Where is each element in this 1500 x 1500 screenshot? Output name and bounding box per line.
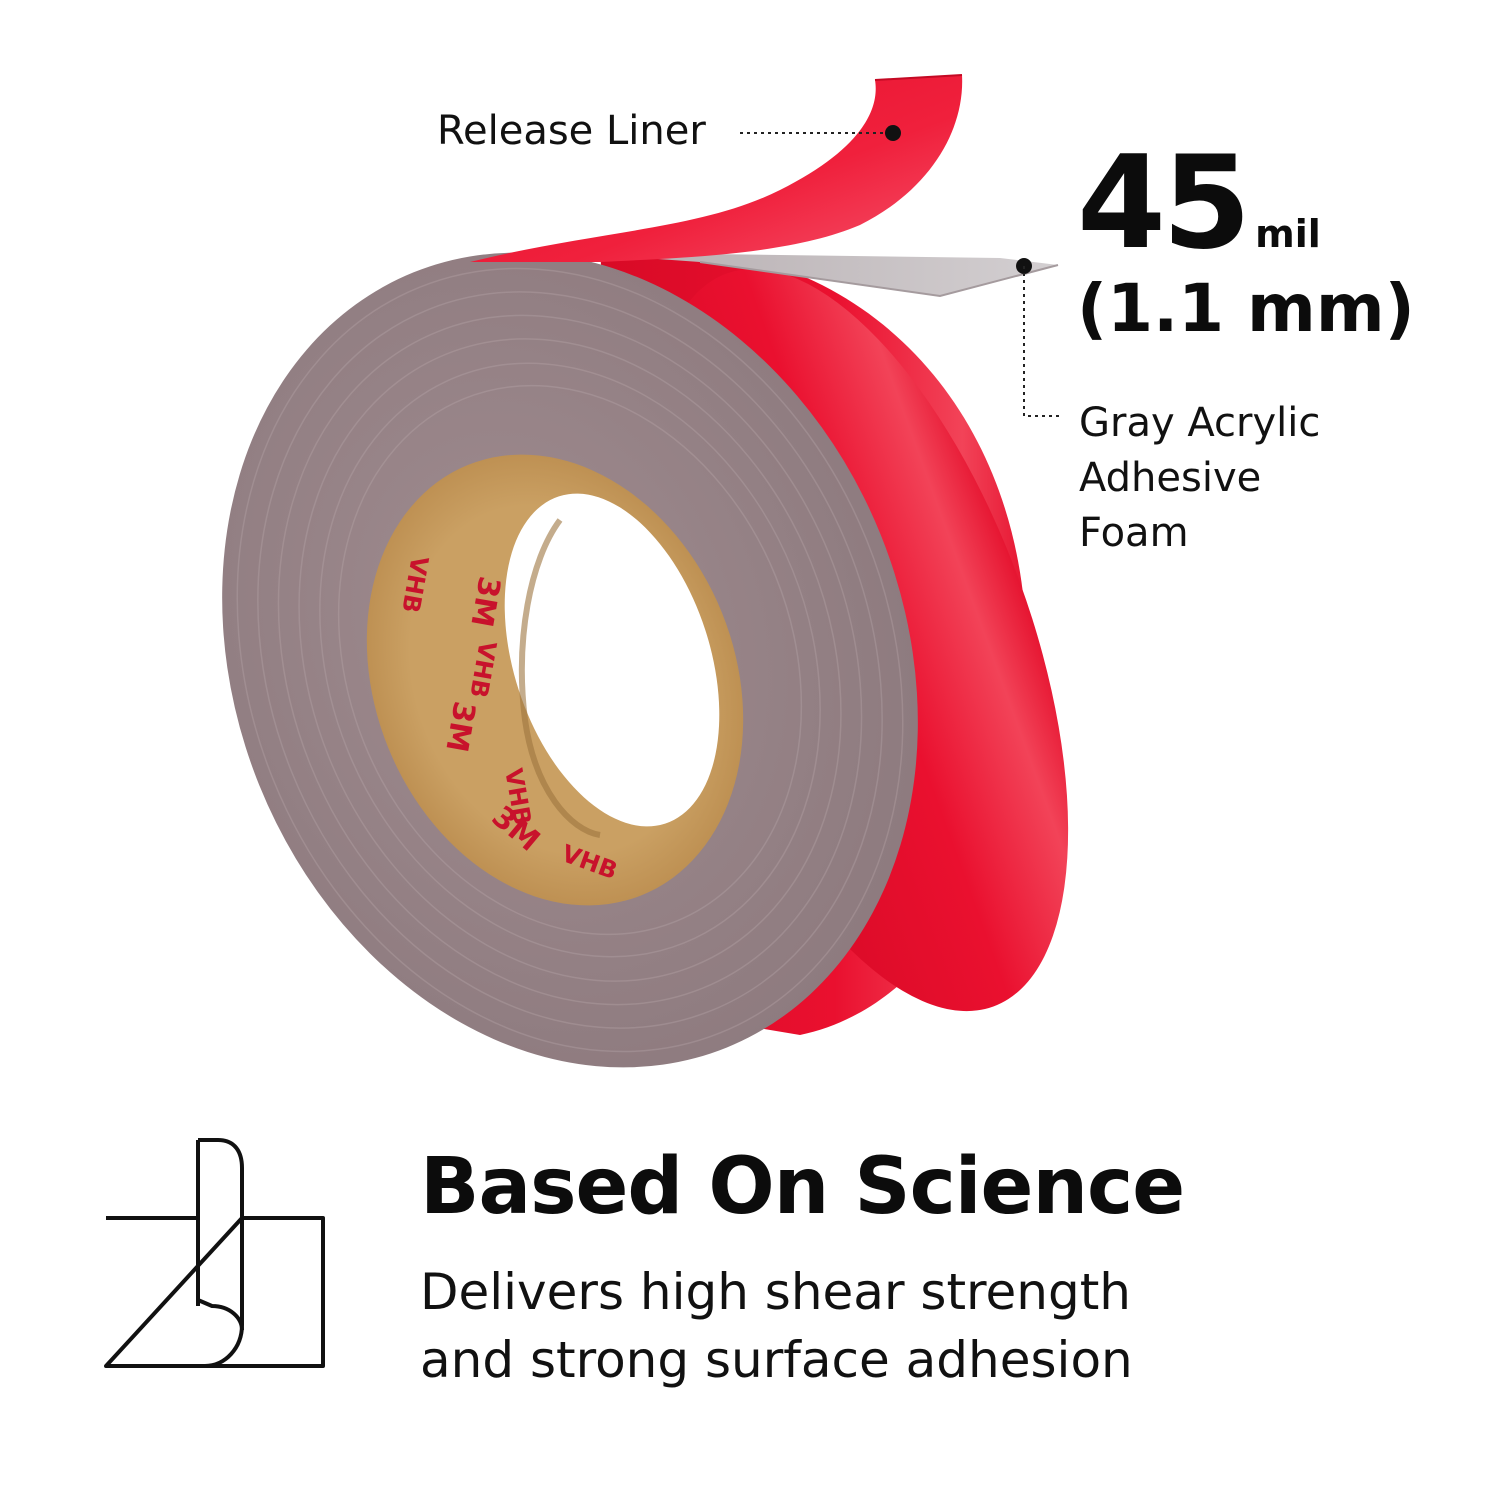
- foam-strip: [560, 252, 1058, 296]
- thickness-unit: mil: [1255, 212, 1321, 256]
- foam-label: Gray Acrylic Adhesive Foam: [1079, 396, 1320, 561]
- feature-description-line-2: and strong surface adhesion: [420, 1331, 1133, 1389]
- feature-title: Based On Science: [420, 1142, 1185, 1232]
- foam-leader: [1023, 266, 1062, 417]
- feature-description: Delivers high shear strength and strong …: [420, 1258, 1133, 1394]
- release-liner-label: Release Liner: [437, 108, 706, 154]
- foam-label-line-3: Foam: [1079, 510, 1189, 556]
- peeling-tape-icon: [104, 1138, 325, 1368]
- thickness-metric: (1.1 mm): [1077, 270, 1415, 347]
- foam-label-line-2: Adhesive: [1079, 455, 1262, 501]
- thickness-number: 45: [1077, 129, 1251, 278]
- core-brand-1: 3M: [463, 574, 506, 630]
- foam-label-line-1: Gray Acrylic: [1079, 400, 1321, 446]
- roll-core-hole: [504, 493, 720, 827]
- release-liner: [470, 75, 963, 262]
- core-brand-2: 3M: [438, 699, 481, 755]
- feature-description-line-1: Delivers high shear strength: [420, 1263, 1131, 1321]
- release-dot: [885, 125, 901, 141]
